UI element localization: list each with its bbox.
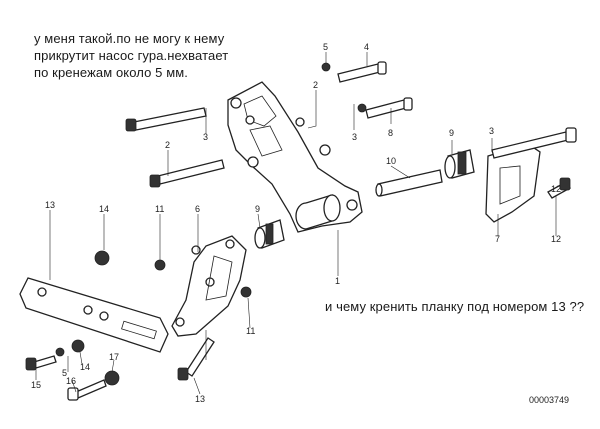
callout-label: 11 <box>246 326 255 336</box>
callout-label: 5 <box>62 368 67 378</box>
catalog-number: 00003749 <box>529 395 570 405</box>
callout-label: 5 <box>323 42 328 52</box>
callout-label: 9 <box>255 204 260 214</box>
callout-label: 12 <box>551 234 561 244</box>
callout-label: 14 <box>80 362 90 372</box>
callout-label: 12 <box>551 184 561 194</box>
callout-label: 4 <box>364 42 369 52</box>
callout-label: 3 <box>489 126 494 136</box>
callout-label: 14 <box>99 204 109 214</box>
callout-label: 7 <box>495 234 500 244</box>
callout-label: 6 <box>195 204 200 214</box>
callout-label: 1 <box>335 276 340 286</box>
strap-13 <box>19 277 169 353</box>
plate-6 <box>171 235 247 337</box>
callouts: 5 4 3 3 2 8 2 9 3 10 9 1 6 11 14 13 12 7… <box>31 42 561 404</box>
note-bottom: и чему кренить планку под номером 13 ?? <box>325 299 585 314</box>
callout-label: 3 <box>352 132 357 142</box>
callout-label: 13 <box>195 394 205 404</box>
callout-label: 11 <box>155 204 164 214</box>
bolts <box>25 61 577 401</box>
note-top: у меня такой.по не могу к нему прикрутит… <box>34 31 229 80</box>
callout-label: 15 <box>31 380 41 390</box>
main-bracket <box>227 81 363 233</box>
callout-label: 17 <box>109 352 119 362</box>
callout-label: 2 <box>313 80 318 90</box>
callout-label: 13 <box>45 200 55 210</box>
callout-label: 9 <box>449 128 454 138</box>
callout-label: 16 <box>66 376 76 386</box>
callout-label: 3 <box>203 132 208 142</box>
callout-label: 8 <box>388 128 393 138</box>
callout-label: 10 <box>386 156 396 166</box>
leader-lines <box>35 52 557 395</box>
callout-label: 2 <box>165 140 170 150</box>
